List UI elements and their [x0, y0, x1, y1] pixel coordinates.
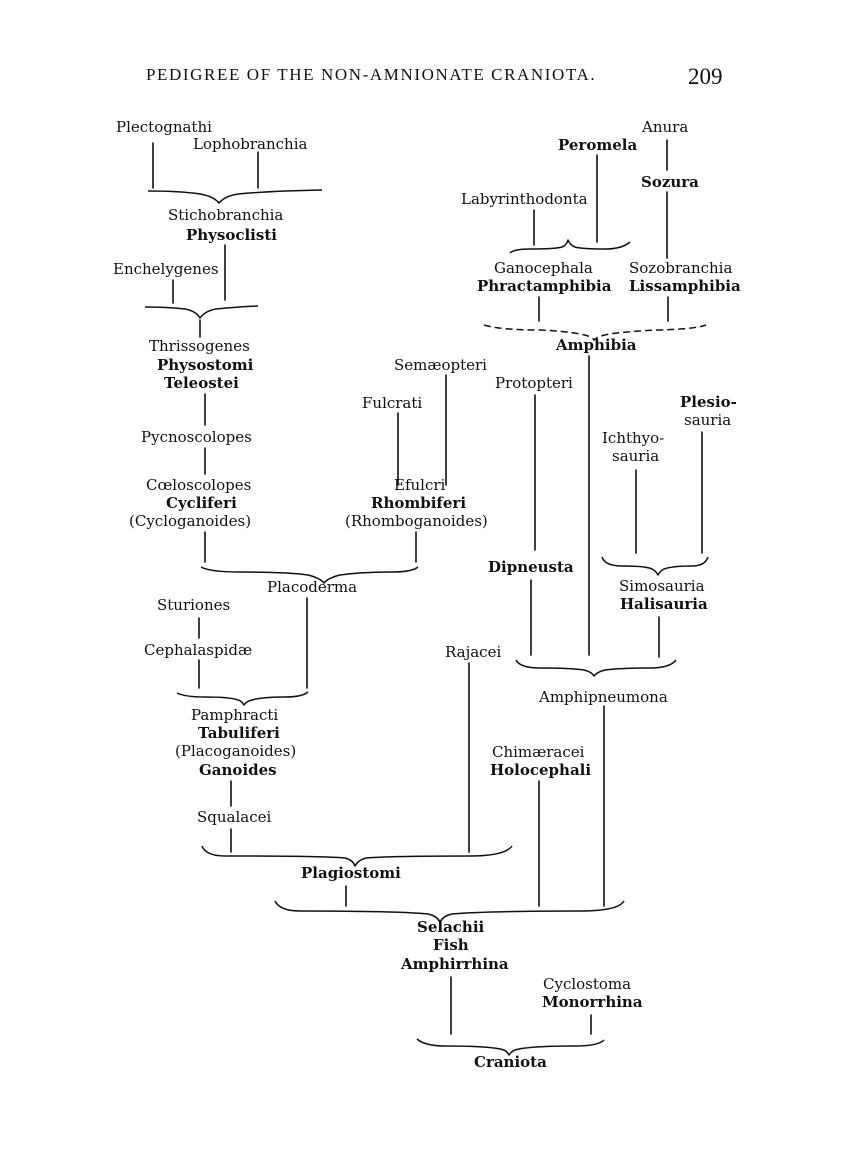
taxon-physostomi: Physostomi — [157, 356, 254, 374]
page-number: 209 — [688, 64, 723, 89]
taxon-ganocephala: Ganocephala — [494, 259, 593, 277]
taxon-plectognathi: Plectognathi — [116, 118, 212, 136]
taxon-ichthyo: Ichthyo- — [602, 429, 664, 447]
taxon-craniota: Craniota — [474, 1053, 547, 1071]
taxon-teleostei: Teleostei — [164, 374, 239, 392]
taxon-sauria-a: sauria — [612, 447, 659, 465]
taxon-dipneusta: Dipneusta — [488, 558, 574, 576]
taxon-selachii: Selachii — [417, 918, 485, 936]
taxon-labyrinthodonta: Labyrinthodonta — [461, 190, 588, 208]
taxon-placoderma: Placoderma — [267, 578, 357, 596]
taxon-anura: Anura — [641, 118, 688, 136]
brace-selachii — [274, 900, 625, 923]
taxon-holocephali: Holocephali — [490, 761, 591, 779]
taxon-squalacei: Squalacei — [197, 808, 271, 826]
taxon-pycnoscolopes: Pycnoscolopes — [141, 428, 252, 446]
taxon-amphipneumona: Amphipneumona — [538, 688, 668, 706]
taxon-stichobranchia: Stichobranchia — [168, 206, 283, 224]
taxon-fulcrati: Fulcrati — [362, 394, 422, 412]
taxon-amphibia: Amphibia — [555, 336, 637, 354]
taxon-cycliferi: Cycliferi — [166, 494, 237, 512]
taxon-simosauria: Simosauria — [619, 577, 705, 595]
taxon-physoclisti: Physoclisti — [186, 226, 277, 244]
taxon-rhombiferi: Rhombiferi — [371, 494, 466, 512]
taxon-lophobranchia: Lophobranchia — [193, 135, 308, 153]
taxon-plesio: Plesio- — [680, 393, 737, 411]
taxon-cephalaspidae: Cephalaspidæ — [144, 641, 252, 659]
brace-ganocephala — [509, 239, 631, 254]
brace-amphibia — [483, 324, 707, 342]
taxon-fish: Fish — [433, 936, 469, 954]
taxon-coeloscolopes: Cœloscolopes — [146, 476, 251, 494]
taxon-lissamphibia: Lissamphibia — [629, 277, 741, 295]
taxon-amphirrhina: Amphirrhina — [400, 955, 509, 973]
taxon-cycloganoides: (Cycloganoides) — [129, 512, 251, 530]
taxon-semaeopteri: Semæopteri — [394, 356, 487, 374]
taxon-pamphracti: Pamphracti — [191, 706, 278, 724]
taxon-chimaeracei: Chimæracei — [492, 743, 585, 761]
taxon-ganoides: Ganoides — [199, 761, 277, 779]
taxon-sozobranchia: Sozobranchia — [629, 259, 732, 277]
taxon-placoganoides: (Placoganoides) — [175, 742, 296, 760]
taxon-sturiones: Sturiones — [157, 596, 230, 614]
brace-thrissogenes — [144, 305, 259, 319]
taxon-halisauria: Halisauria — [620, 595, 708, 613]
taxon-enchelygenes: Enchelygenes — [113, 260, 219, 278]
taxon-rhomboganoides: (Rhomboganoides) — [345, 512, 488, 530]
brace-placoderma — [200, 566, 419, 584]
taxon-monorrhina: Monorrhina — [542, 993, 643, 1011]
taxon-sozura: Sozura — [641, 173, 699, 191]
brace-plagiostomi — [201, 845, 513, 867]
taxon-plagiostomi: Plagiostomi — [301, 864, 401, 882]
taxon-protopteri: Protopteri — [495, 374, 573, 392]
taxon-efulcri: Efulcri — [394, 476, 446, 494]
taxon-rajacei: Rajacei — [445, 643, 501, 661]
brace-pamphracti — [176, 691, 309, 706]
brace-craniota — [416, 1038, 605, 1056]
page-title: PEDIGREE OF THE NON-AMNIONATE CRANIOTA. — [146, 65, 596, 84]
brace-amphipneumona — [515, 659, 677, 677]
taxon-sauria-b: sauria — [684, 411, 731, 429]
taxon-peromela: Peromela — [558, 136, 637, 154]
taxon-cyclostoma: Cyclostoma — [543, 975, 631, 993]
brace-stichobranchia — [147, 189, 323, 204]
taxon-tabuliferi: Tabuliferi — [198, 724, 280, 742]
taxon-phractamphibia: Phractamphibia — [477, 277, 612, 295]
taxon-thrissogenes: Thrissogenes — [149, 337, 250, 355]
brace-simosauria — [601, 556, 709, 576]
